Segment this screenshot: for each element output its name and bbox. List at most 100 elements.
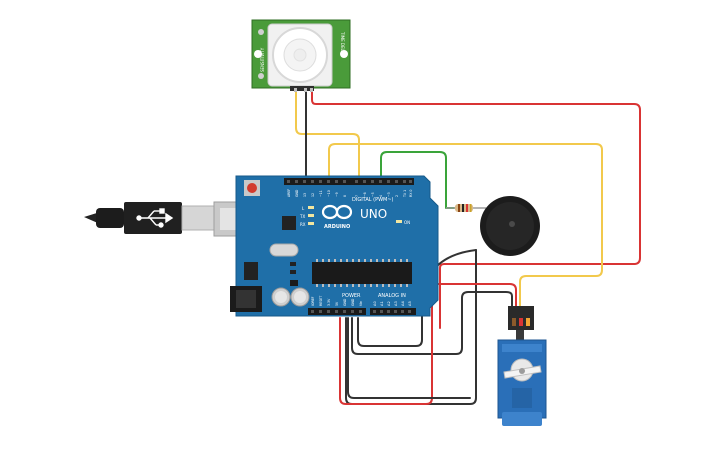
digital-header-pins bbox=[287, 180, 412, 183]
resistor-band-2 bbox=[462, 204, 464, 212]
digital-header bbox=[284, 178, 414, 185]
servo-cable bbox=[516, 330, 524, 340]
digital-pin-label: GND bbox=[295, 189, 299, 197]
wires bbox=[295, 87, 641, 405]
servo-motor[interactable] bbox=[497, 306, 547, 426]
pir-dome-center bbox=[293, 48, 307, 62]
pir-potentiometer-left[interactable] bbox=[258, 29, 264, 79]
led-tx bbox=[308, 214, 314, 217]
pir-pin-header bbox=[290, 86, 314, 91]
digital-pin-label: TX 1 bbox=[403, 190, 407, 198]
power-pin-label: 3.3V bbox=[327, 298, 331, 306]
digital-pin-label: RX 0 bbox=[409, 190, 413, 197]
microcontroller-pins bbox=[316, 259, 408, 287]
reset-button[interactable] bbox=[247, 183, 257, 193]
usb-plug-metal bbox=[181, 205, 215, 231]
digital-pin-label: 13 bbox=[303, 193, 307, 197]
analog-pin-label: A2 bbox=[387, 301, 391, 306]
arduino-logo-icon bbox=[321, 204, 353, 220]
servo-connector-pin-1 bbox=[512, 318, 516, 326]
arduino-brand-label: ARDUINO bbox=[324, 224, 350, 230]
digital-pin-label: ~10 bbox=[327, 190, 331, 197]
capacitor-1-top bbox=[275, 291, 287, 303]
small-cap-1 bbox=[290, 262, 296, 266]
digital-pin-label: 8 bbox=[343, 195, 347, 197]
resistor[interactable] bbox=[446, 204, 486, 212]
pir-pin-out[interactable] bbox=[294, 88, 297, 92]
digital-pin-label: 4 bbox=[379, 195, 383, 197]
bottom-header-pins bbox=[311, 310, 411, 313]
digital-pin-label: ~6 bbox=[363, 192, 367, 197]
digital-pin-label: AREF bbox=[287, 189, 291, 197]
servo-connector-pin-2 bbox=[519, 318, 523, 326]
pir-label-time-delay: TIME DELAY bbox=[340, 31, 345, 56]
wire-pir-vcc[interactable] bbox=[311, 87, 641, 329]
power-jack-inner bbox=[236, 290, 256, 308]
servo-label-area bbox=[512, 388, 532, 408]
power-pin-label: 5V bbox=[335, 301, 339, 306]
usb-strain-relief bbox=[96, 208, 124, 228]
led-on bbox=[396, 220, 402, 223]
analog-header bbox=[370, 308, 416, 315]
digital-pin-label: ~11 bbox=[319, 190, 323, 197]
piezo-buzzer[interactable] bbox=[480, 196, 540, 256]
digital-pin-label: ~3 bbox=[387, 192, 391, 197]
analog-label: ANALOG IN bbox=[378, 293, 406, 299]
usb-symbol-icon bbox=[136, 208, 174, 228]
usb-chip bbox=[282, 216, 296, 230]
pir-sensor[interactable]: SENSITIVITY TIME DELAY bbox=[251, 19, 351, 92]
wire-pir-signal[interactable] bbox=[295, 87, 360, 181]
led-tx-label: TX bbox=[299, 214, 305, 219]
wire-aux-black[interactable] bbox=[347, 317, 471, 399]
analog-pin-label: A0 bbox=[373, 301, 377, 306]
power-label: POWER bbox=[342, 293, 361, 299]
power-pin-label: GND bbox=[351, 298, 355, 306]
wire-servo-ground[interactable] bbox=[351, 291, 513, 355]
wire-servo-power[interactable] bbox=[339, 283, 517, 405]
pir-mount-hole-right bbox=[340, 50, 348, 58]
resistor-band-4 bbox=[470, 204, 472, 212]
servo-connector-pin-3 bbox=[526, 318, 530, 326]
digital-pin-label: ~9 bbox=[335, 192, 339, 197]
crystal bbox=[269, 243, 299, 257]
buzzer-hole bbox=[509, 221, 515, 227]
servo-horn-screw bbox=[519, 368, 525, 374]
analog-pin-label: A3 bbox=[394, 301, 398, 306]
power-pin-label: RESET bbox=[319, 296, 323, 306]
arduino-uno[interactable]: DIGITAL (PWM~) UNO ARDUINO L TX RX ON bbox=[230, 175, 439, 317]
analog-pin-label: A4 bbox=[401, 301, 405, 306]
led-rx-label: RX bbox=[300, 222, 306, 227]
digital-label: DIGITAL (PWM~) bbox=[352, 197, 394, 203]
small-cap-2 bbox=[290, 270, 296, 274]
regulator bbox=[244, 262, 258, 280]
digital-pin-label: 7 bbox=[355, 195, 359, 197]
pir-pin-vcc[interactable] bbox=[310, 88, 313, 92]
resistor-band-1 bbox=[458, 204, 460, 212]
servo-mount-tab-bottom bbox=[502, 412, 542, 426]
power-pin-label: IOREF bbox=[311, 296, 315, 306]
capacitor-2-top bbox=[294, 291, 306, 303]
pir-label-sensitivity: SENSITIVITY bbox=[260, 47, 265, 72]
led-rx bbox=[308, 222, 314, 225]
resistor-band-3 bbox=[466, 204, 468, 212]
pir-pin-gnd[interactable] bbox=[304, 88, 307, 92]
arduino-model-label: UNO bbox=[360, 207, 387, 221]
wire-buzzer-signal[interactable] bbox=[380, 151, 455, 209]
analog-pin-label: A5 bbox=[408, 301, 412, 306]
digital-pin-label: 12 bbox=[311, 193, 315, 197]
wire-servo-signal[interactable] bbox=[328, 143, 603, 307]
icsp-header bbox=[290, 280, 298, 286]
pir-mount-hole-left bbox=[254, 50, 262, 58]
microcontroller-socket bbox=[312, 262, 412, 284]
analog-pin-label: A1 bbox=[380, 301, 384, 306]
servo-mount-tab-top bbox=[502, 344, 542, 352]
led-l bbox=[308, 206, 314, 209]
led-l-label: L bbox=[302, 206, 305, 211]
digital-pin-label: 2 bbox=[395, 195, 399, 197]
led-on-label: ON bbox=[404, 220, 410, 225]
digital-pin-label: ~5 bbox=[371, 192, 375, 197]
power-pin-label: GND bbox=[343, 298, 347, 306]
